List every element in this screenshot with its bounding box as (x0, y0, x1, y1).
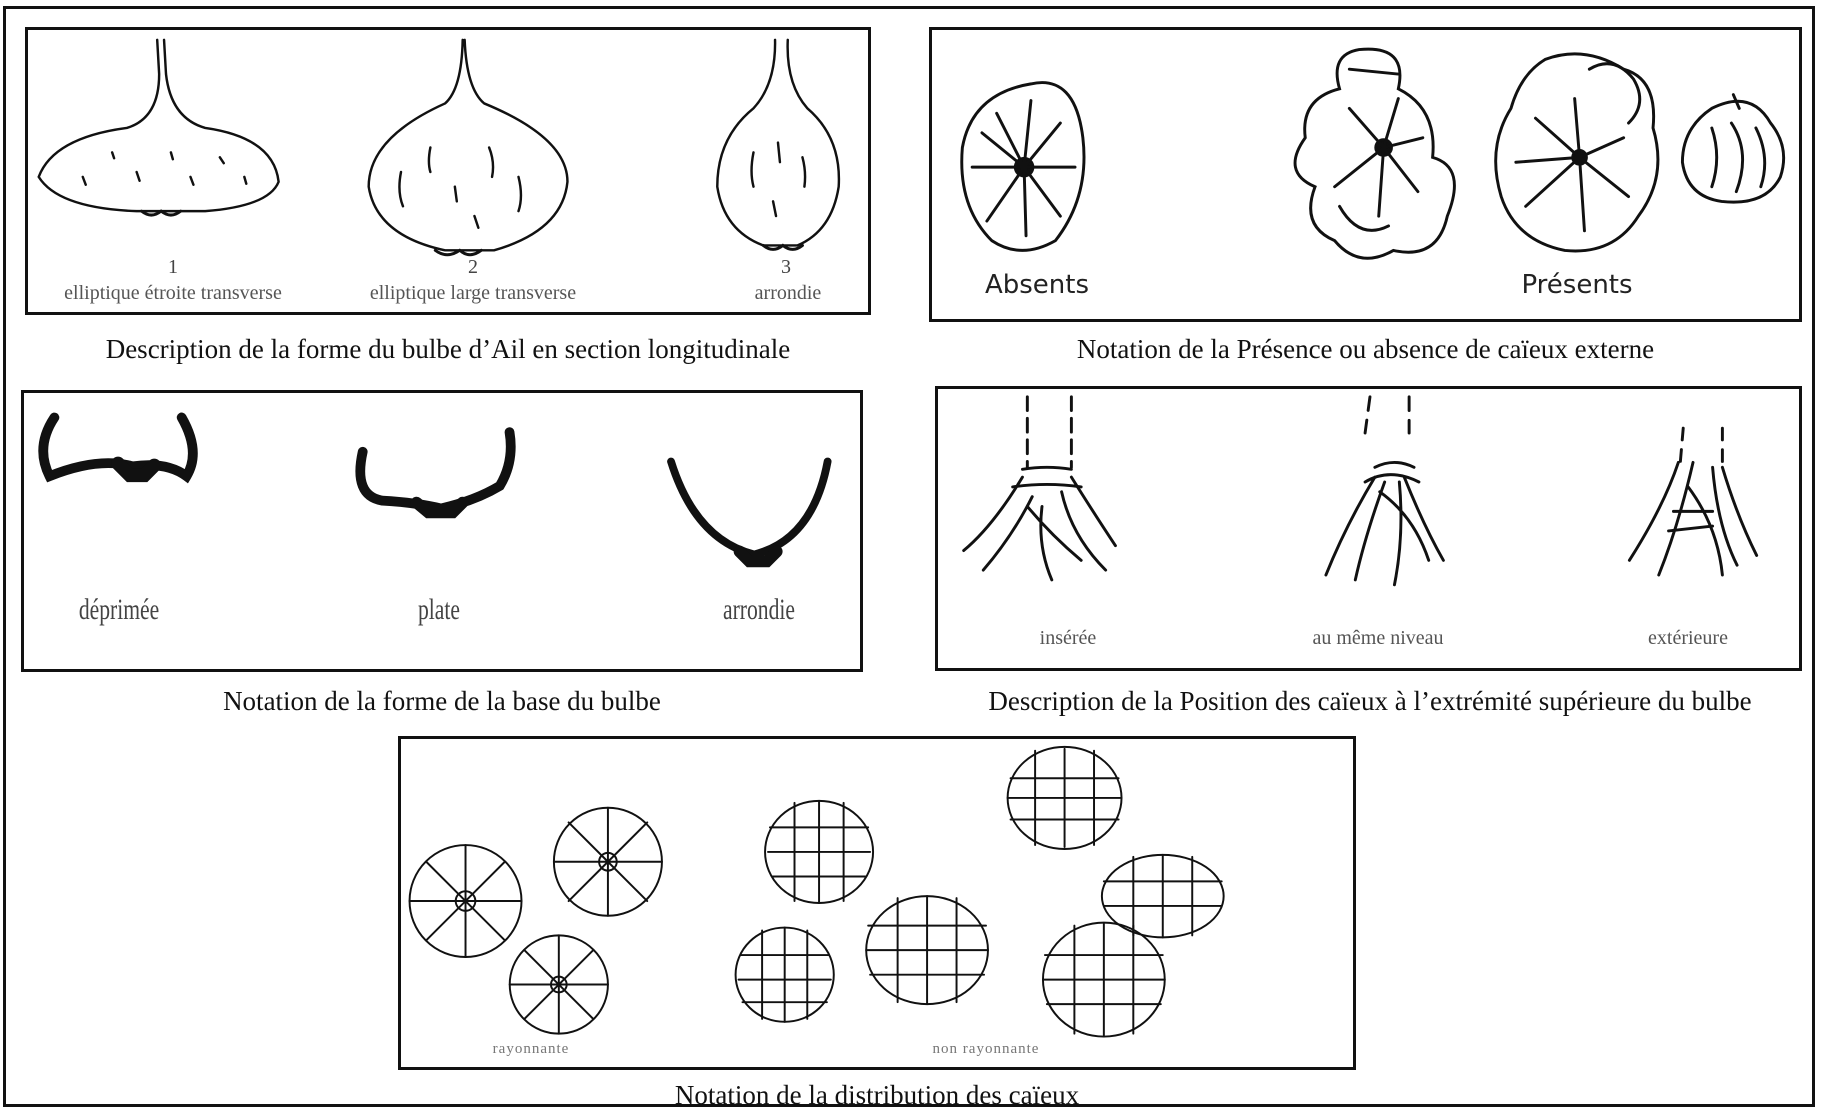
clove-distribution-panel: rayonnante non rayonnante (398, 736, 1356, 1070)
non-radiating-bulb-1 (765, 801, 873, 903)
position-same-level-drawing (1326, 397, 1443, 585)
present-label: Présents (1512, 270, 1642, 300)
bulb-shape-drawings (28, 30, 868, 312)
base-label-depressed: déprimée (65, 593, 173, 627)
bulb-present-drawing-1 (1295, 49, 1454, 258)
shape-caption: Description de la forme du bulbe d’Ail e… (25, 334, 871, 365)
base-rounded-drawing (671, 462, 828, 562)
radiating-label: rayonnante (461, 1041, 601, 1058)
base-depressed-drawing (43, 417, 193, 476)
radiating-bulb-2 (554, 808, 662, 916)
position-caption: Description de la Position des caïeux à … (925, 686, 1815, 717)
shape-item-2-label: elliptique large transverse (333, 282, 613, 305)
base-label-rounded: arrondie (705, 593, 813, 627)
clove-position-panel: insérée au même niveau extérieure (935, 386, 1802, 671)
bulb-present-drawing-3 (1682, 95, 1783, 202)
base-shape-drawings (24, 393, 860, 669)
position-inserted-drawing (964, 397, 1116, 580)
base-caption: Notation de la forme de la base du bulbe (21, 686, 863, 717)
position-label-exterior: extérieure (1618, 627, 1758, 650)
base-flat-drawing (360, 432, 510, 512)
non-radiating-bulb-3 (866, 896, 988, 1004)
shape-item-1-label: elliptique étroite transverse (33, 282, 313, 305)
presence-caption: Notation de la Présence ou absence de ca… (929, 334, 1802, 365)
bulb-narrow-transverse-drawing (39, 40, 279, 215)
presence-panel: Absents Présents (929, 27, 1802, 322)
non-radiating-label: non rayonnante (891, 1041, 1081, 1058)
bulb-present-drawing-2 (1496, 54, 1658, 251)
distribution-caption: Notation de la distribution des caïeux (398, 1080, 1356, 1111)
non-radiating-bulb-4 (1008, 747, 1122, 849)
position-exterior-drawing (1629, 428, 1756, 575)
position-label-same-level: au même niveau (1278, 627, 1478, 650)
non-radiating-bulb-2 (736, 928, 834, 1022)
bulb-large-transverse-drawing (369, 40, 568, 255)
radiating-bulb-1 (410, 845, 522, 957)
bulb-absent-drawing (962, 83, 1084, 251)
radiating-bulb-3 (510, 935, 608, 1033)
shape-item-3-number: 3 (771, 256, 801, 279)
non-radiating-bulb-6 (1043, 923, 1165, 1037)
base-label-flat: plate (385, 593, 493, 627)
shape-item-3-label: arrondie (718, 282, 858, 305)
bulb-shape-panel: 1 elliptique étroite transverse 2 ellipt… (25, 27, 871, 315)
absent-label: Absents (972, 270, 1102, 300)
base-shape-panel: déprimée plate arrondie (21, 390, 863, 672)
position-label-inserted: insérée (998, 627, 1138, 650)
clove-distribution-drawings (401, 739, 1353, 1067)
shape-item-1-number: 1 (158, 256, 188, 279)
shape-item-2-number: 2 (458, 256, 488, 279)
bulb-rounded-drawing (717, 40, 839, 250)
